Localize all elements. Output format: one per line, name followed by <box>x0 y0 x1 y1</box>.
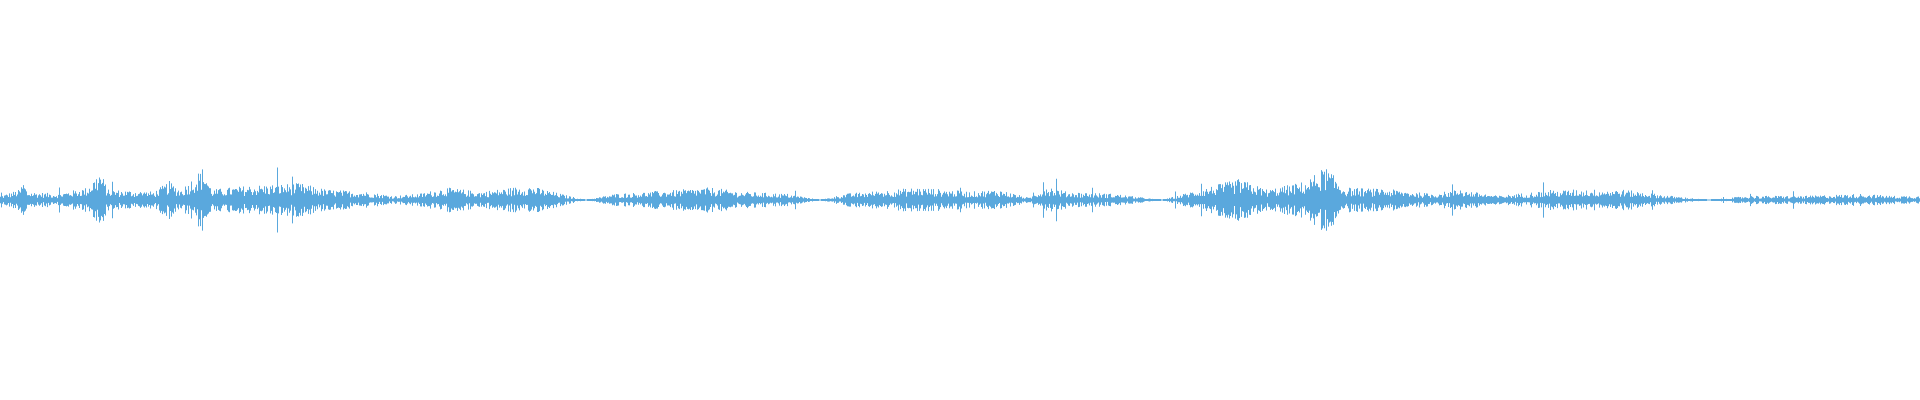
waveform-samples <box>0 167 1920 233</box>
